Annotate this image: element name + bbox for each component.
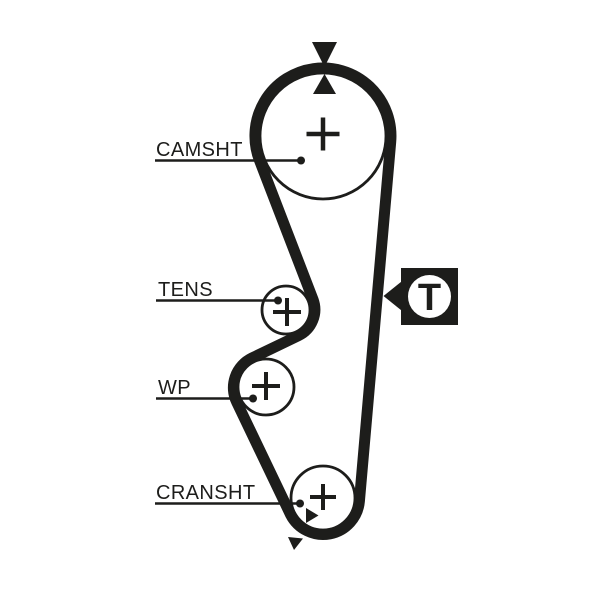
camshaft-timing-mark-down-icon <box>312 42 337 67</box>
camshaft-leader-dot <box>297 156 305 165</box>
tensioner-marker: T <box>383 268 458 325</box>
tensioner-marker-arrow-icon <box>383 279 404 313</box>
crankshaft-center-cross-icon <box>310 484 336 510</box>
tensioner-marker-circle <box>408 275 451 318</box>
tensioner-center-cross-icon <box>273 298 301 326</box>
tensioner-label: TENS <box>158 279 213 301</box>
crankshaft-timing-mark-outer-icon <box>288 537 303 550</box>
camshaft-label: CAMSHT <box>156 139 243 161</box>
water-pump-center-cross-icon <box>252 372 280 400</box>
camshaft-timing-mark-up-icon <box>313 74 336 94</box>
water-pump-leader-dot <box>249 394 257 403</box>
crankshaft-timing-mark-inner-icon <box>306 508 319 523</box>
tensioner-marker-label: T <box>418 277 441 319</box>
crankshaft-leader-dot <box>296 499 304 508</box>
camshaft-center-cross-icon <box>306 117 340 151</box>
timing-belt-path <box>227 62 397 540</box>
tensioner-leader-dot <box>274 296 282 305</box>
crankshaft-label: CRANSHT <box>156 482 255 504</box>
water-pump-label: WP <box>158 377 191 399</box>
